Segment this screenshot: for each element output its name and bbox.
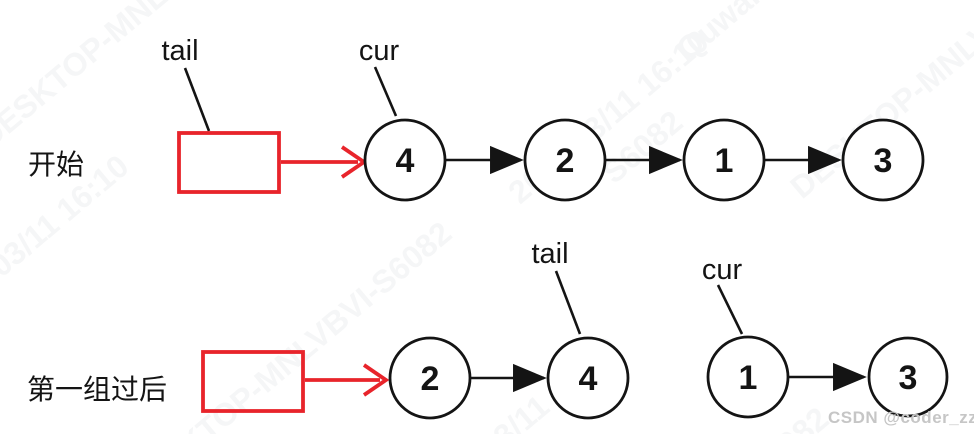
node-value: 2 — [556, 142, 575, 180]
node-value: 2 — [421, 360, 440, 398]
csdn-credit-watermark: CSDN @coder_zzj — [828, 408, 974, 427]
node-circle — [546, 336, 630, 420]
row2-tail-label: tail — [531, 238, 568, 270]
row2-cur-leader-line — [716, 284, 744, 335]
row1-cur-label: cur — [359, 35, 400, 67]
node-circle — [363, 118, 447, 202]
node-value: 1 — [739, 359, 758, 397]
node-circle — [841, 118, 925, 202]
node-value: 4 — [396, 142, 415, 180]
row1-label: 开始 — [28, 149, 84, 180]
node-value: 1 — [715, 142, 734, 180]
node-value: 3 — [874, 142, 893, 180]
node-value: 4 — [579, 360, 598, 398]
node-value: 3 — [899, 359, 918, 397]
row1-tail-label: tail — [161, 35, 198, 67]
row1-cur-leader-line — [373, 66, 398, 117]
row2-pointer-box — [201, 350, 305, 413]
row2-pointer-arrowhead — [362, 363, 390, 397]
row2-tail-leader-line — [554, 270, 582, 335]
row1-pointer-box — [177, 131, 281, 194]
row1-tail-leader-line — [183, 67, 211, 132]
node-circle — [523, 118, 607, 202]
node-circle — [867, 336, 949, 418]
node-circle — [388, 336, 472, 420]
row2-cur-label: cur — [702, 254, 743, 286]
row2-label: 第一组过后 — [27, 374, 167, 405]
node-circle — [682, 118, 766, 202]
node-circle — [706, 335, 790, 419]
